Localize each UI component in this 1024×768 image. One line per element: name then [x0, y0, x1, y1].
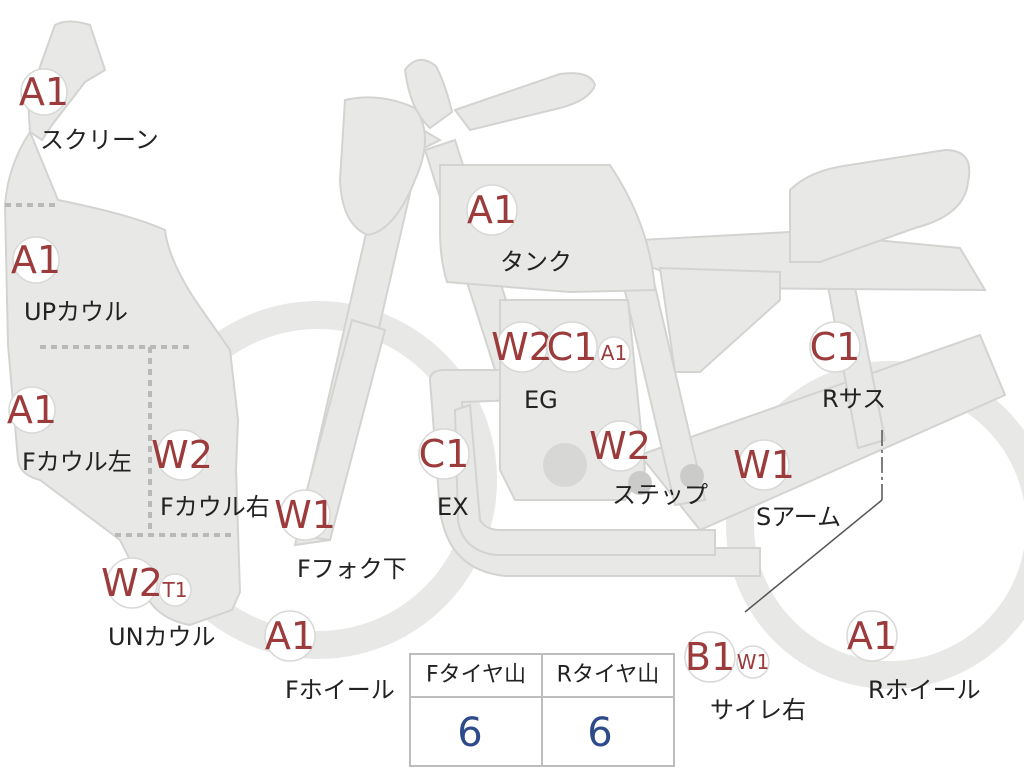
f-cowl-left-marker: A1 Fカウル左 [7, 386, 132, 476]
un-cowl-grade: W2 [101, 561, 163, 605]
up-cowl-grade: A1 [11, 238, 61, 282]
rear-tire-header: Rタイヤ山 [557, 663, 660, 688]
f-wheel-marker: A1 Fホイール [264, 610, 395, 704]
exhaust-grade: C1 [419, 432, 470, 476]
f-cowl-right-grade: W2 [151, 433, 213, 477]
f-fork-lower-label: Fフォク下 [297, 555, 407, 583]
front-tire-value: 6 [457, 710, 482, 756]
engine-grade: W2 [491, 325, 553, 369]
engine-grade-secondary: C1 [547, 325, 598, 369]
cowling-shape [3, 129, 242, 627]
handlebar-shape [453, 72, 597, 132]
engine-marker: W2 C1 A1 EG [491, 321, 631, 414]
front-tire-header: Fタイヤ山 [426, 663, 526, 688]
up-cowl-label: UPカウル [24, 298, 128, 326]
f-cowl-right-label: Fカウル右 [160, 493, 270, 521]
exhaust-collector-shape [453, 403, 716, 556]
swing-arm-label: Sアーム [756, 503, 841, 531]
silencer-leader-line [744, 499, 883, 613]
un-cowl-label: UNカウル [108, 623, 216, 651]
seat-underside-shape [658, 266, 781, 373]
engine-cover-shape [543, 443, 587, 487]
f-cowl-left-label: Fカウル左 [22, 448, 132, 476]
tank-label: タンク [500, 248, 572, 276]
step-marker: W2 ステップ [589, 420, 708, 509]
fork-lower-shape [293, 318, 387, 542]
screen-label: スクリーン [40, 126, 159, 154]
tire-tread-table: Fタイヤ山 Rタイヤ山 6 6 [409, 653, 675, 767]
headlight-cover-shape [338, 96, 426, 237]
silencer-right-grade: B1 [685, 635, 735, 679]
tail-cowl-shape [789, 148, 971, 263]
f-cowl-left-grade: A1 [7, 388, 57, 432]
r-wheel-label: Rホイール [868, 676, 981, 704]
silencer-right-grade-secondary: W1 [737, 650, 770, 674]
silencer-right-label: サイレ右 [710, 696, 806, 724]
f-fork-lower-marker: W1 Fフォク下 [274, 489, 407, 583]
silencer-right-marker: B1 W1 サイレ右 [684, 631, 806, 724]
f-cowl-right-marker: W2 Fカウル右 [151, 429, 270, 521]
step-peg-left-shape [628, 471, 652, 495]
tank-grade: A1 [467, 188, 517, 232]
rear-tire-value: 6 [587, 710, 612, 756]
mirror-shape [403, 59, 454, 130]
up-cowl-marker: A1 UPカウル [11, 236, 128, 326]
engine-label: EG [524, 386, 558, 414]
motorcycle-silhouette [3, 20, 1024, 689]
step-label: ステップ [612, 481, 708, 509]
un-cowl-grade-secondary: T1 [162, 578, 188, 602]
rear-suspension-label: Rサス [822, 385, 886, 413]
step-peg-right-shape [680, 464, 704, 488]
r-wheel-grade: A1 [847, 614, 897, 658]
f-wheel-label: Fホイール [285, 676, 395, 704]
screen-grade: A1 [19, 70, 69, 114]
f-wheel-grade: A1 [265, 614, 315, 658]
tank-marker: A1 タンク [466, 184, 572, 276]
rear-suspension-marker: C1 Rサス [809, 321, 886, 413]
rear-suspension-grade: C1 [810, 325, 861, 369]
exhaust-marker: C1 EX [418, 428, 470, 521]
r-wheel-marker: A1 Rホイール [846, 610, 981, 704]
un-cowl-marker: W2 T1 UNカウル [101, 557, 216, 651]
swing-arm-marker: W1 Sアーム [733, 439, 841, 531]
step-grade: W2 [589, 424, 651, 468]
swing-arm-grade: W1 [733, 443, 795, 487]
exhaust-label: EX [437, 493, 469, 521]
engine-grade-tertiary: A1 [601, 341, 627, 365]
f-fork-lower-grade: W1 [274, 493, 336, 537]
screen-marker: A1 スクリーン [19, 68, 159, 154]
